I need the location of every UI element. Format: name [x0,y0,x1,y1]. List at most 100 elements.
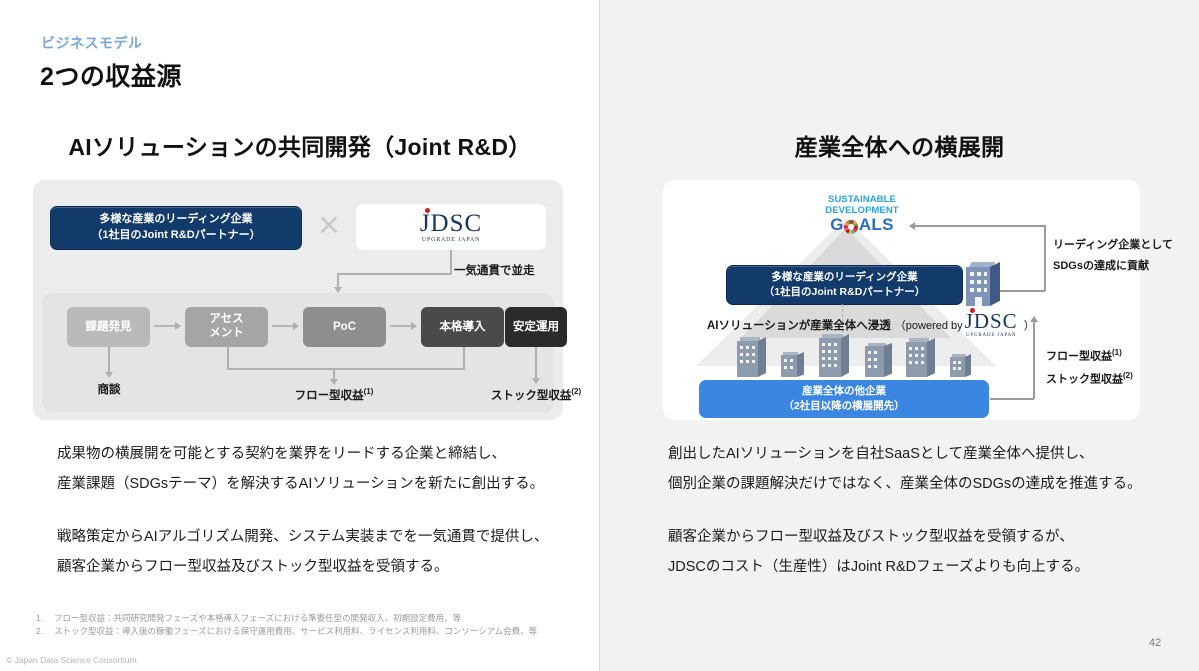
stage-arrowhead-3 [411,322,417,330]
revenue-note: フロー型収益(1) ストック型収益(2) [1046,345,1199,390]
parallel-run-label: 一気通貫で並走 [454,265,535,277]
jdsc-logo-inline: JDSC UPGRADE JAPAN [964,308,1018,338]
connector-arrowhead-negotiation [105,372,113,378]
bracket-left [227,347,229,369]
sdgs-line2: DEVELOPMENT [825,205,899,216]
jdsc-wordmark-inline: JDSC [964,309,1018,333]
penetration-powered-pre: （powered by [894,319,963,332]
copyright-notice: © Japan Data Science Consortium. [6,655,139,665]
sdgs-goals-post: ALS [858,215,894,234]
footnote-1: 1.フロー型収益：共同研究開発フェーズや本格導入フェーズにおける準委任型の開発収… [36,612,596,625]
leading-company-line1: 多様な産業のリーディング企業 [771,270,918,283]
contribution-connector-vertical [1044,225,1046,291]
jdsc-red-dot-icon-inline [969,308,975,313]
footnote-2: 2.ストック型収益：導入後の稼働フェーズにおける保守運用費用、サービス利用料、ラ… [36,625,596,638]
outcome-stock-revenue-label: ストック型収益 [490,390,572,402]
bracket-arrowhead [330,379,338,385]
other-companies-box: 産業全体の他企業 （2社目以降の横展開先） [699,380,989,418]
left-p1-line2: 産業課題（SDGsテーマ）を解決するAIソリューションを新たに創出する。 [57,475,545,492]
column-divider [599,0,600,671]
footnotes: 1.フロー型収益：共同研究開発フェーズや本格導入フェーズにおける準委任型の開発収… [36,612,596,638]
right-paragraph-2: 顧客企業からフロー型収益及びストック型収益を受領するが、 JDSCのコスト（生産… [668,523,1142,582]
jdsc-tagline-inline: UPGRADE JAPAN [965,333,1017,338]
left-diagram: 多様な産業のリーディング企業 （1社目のJoint R&Dパートナー） ✕ JD… [33,180,581,420]
partner-box: 多様な産業のリーディング企業 （1社目のJoint R&Dパートナー） [50,206,302,250]
left-p2-line1: 戦略策定からAIアルゴリズム開発、システム実装までを一気通貫で提供し、 [57,529,549,546]
connector-vertical-1 [450,250,452,274]
bracket-span [227,368,465,370]
right-p2-line2: JDSCのコスト（生産性）はJoint R&Dフェーズよりも向上する。 [668,559,1090,576]
left-paragraph-1: 成果物の横展開を可能とする契約を業界をリードする企業と締結し、 産業課題（SDG… [57,440,548,499]
stage-full-deployment: 本格導入 [421,307,504,347]
industry-building-icon-5 [906,338,936,377]
stage-arrow-1 [154,325,176,327]
connector-stock [535,347,537,379]
bracket-right [463,347,465,369]
left-body-text: 成果物の横展開を可能とする契約を業界をリードする企業と締結し、 産業課題（SDG… [57,440,548,583]
right-p2-line1: 顧客企業からフロー型収益及びストック型収益を受領するが、 [668,529,1074,546]
stage-arrow-3 [390,325,412,327]
stage-arrow-2 [272,325,294,327]
contribution-note-line1: リーディング企業として [1053,239,1173,251]
stage-arrowhead-2 [293,322,299,330]
leading-company-line2: （1社目のJoint R&Dパートナー） [763,286,926,298]
stage-stable-operation-box: 安定運用 [505,307,567,347]
revenue-note-flow-label: フロー型収益 [1046,350,1112,363]
connector-arrowhead-stock [532,378,540,384]
bracket-drop [333,368,335,380]
left-p2-line2: 顧客企業からフロー型収益及びストック型収益を受領する。 [57,559,449,576]
left-p1-line1: 成果物の横展開を可能とする契約を業界をリードする企業と締結し、 [57,446,507,462]
right-p1-line1: 創出したAIソリューションを自社SaaSとして産業全体へ提供し、 [668,446,1094,462]
stage-arrowhead-1 [175,322,181,330]
leading-company-building-icon [966,262,1002,306]
jdsc-red-dot-icon [424,208,430,213]
sdgs-line1: SUSTAINABLE [828,194,896,205]
page-title: 2つの収益源 [40,63,182,91]
penetration-powered-post: ） [1023,319,1035,332]
sdgs-color-wheel-icon [844,220,859,234]
stage-poc: PoC [303,307,386,347]
industry-building-icon-3 [819,334,851,377]
right-column-heading: 産業全体への横展開 [794,134,1005,160]
partner-box-line2: （1社目のJoint R&Dパートナー） [91,229,261,241]
sdgs-line3: G ALS [818,216,906,234]
outcome-flow-revenue: フロー型収益(1) [263,387,405,403]
revenue-note-stock-label: ストック型収益 [1046,373,1123,386]
industry-building-icon-6 [950,354,972,377]
revenue-connector-horizontal [990,398,1034,400]
outcome-negotiation: 商談 [97,384,121,396]
footnote-2-number: 2. [36,626,44,637]
revenue-connector-vertical [1033,322,1035,399]
partner-box-line1: 多様な産業のリーディング企業 [99,213,253,226]
contribution-note-line2: SDGsの達成に貢献 [1053,259,1149,272]
left-paragraph-2: 戦略策定からAIアルゴリズム開発、システム実装までを一気通貫で提供し、 顧客企業… [57,523,548,582]
industry-building-icon-4 [865,343,893,377]
industry-building-icon-1 [737,337,767,377]
revenue-note-stock: ストック型収益(2) [1046,368,1199,391]
connector-negotiation [108,347,110,373]
stage-assessment-line2: メント [209,327,244,339]
stage-assessment: アセス メント [185,307,268,347]
footnote-1-number: 1. [36,613,44,623]
jdsc-logo-card: JDSC UPGRADE JAPAN [356,204,546,250]
revenue-note-flow: フロー型収益(1) [1046,345,1199,368]
outcome-stock-revenue-sup: (2) [571,387,582,397]
jdsc-tagline: UPGRADE JAPAN [421,237,481,243]
contribution-connector-stub [981,290,1045,292]
contribution-note: リーディング企業として SDGsの達成に貢献 [1053,235,1199,277]
sdgs-goals-pre: G [830,215,844,234]
page-number: 42 [1149,637,1162,649]
multiply-icon: ✕ [317,210,341,241]
pipeline-strip: 課題発見 アセス メント PoC 本格導入 [42,293,554,412]
right-diagram: SUSTAINABLE DEVELOPMENT G ALS リーディング企業とし… [663,180,1173,420]
sdgs-logo: SUSTAINABLE DEVELOPMENT G ALS [818,194,906,240]
right-p1-line2: 個別企業の課題解決だけではなく、産業全体のSDGsの達成を推進する。 [668,475,1142,492]
stage-issue-discovery: 課題発見 [67,307,150,347]
jdsc-logo: JDSC UPGRADE JAPAN [420,208,482,243]
penetration-label: AIソリューションが産業全体へ浸透 （powered by JDSC UPGRA… [707,308,1037,338]
right-body-text: 創出したAIソリューションを自社SaaSとして産業全体へ提供し、 個別企業の課題… [668,440,1142,583]
contribution-arrowhead [909,222,915,230]
contribution-connector-horizontal [915,225,1045,227]
leading-company-box: 多様な産業のリーディング企業 （1社目のJoint R&Dパートナー） [726,265,963,305]
